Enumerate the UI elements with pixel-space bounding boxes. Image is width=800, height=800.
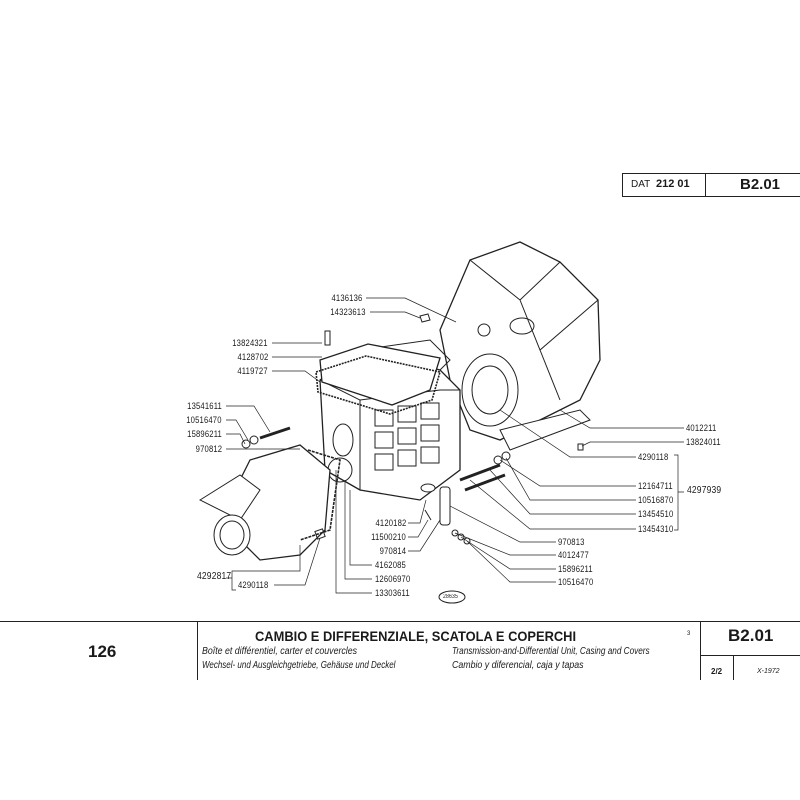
- callout-label: 12606970: [375, 574, 411, 584]
- exploded-diagram: [198, 241, 684, 604]
- header-table-code-box: B2.01: [704, 173, 800, 197]
- title-italian: CAMBIO E DIFFERENZIALE, SCATOLA E COPERC…: [255, 628, 577, 644]
- note-mark: 3: [687, 631, 691, 637]
- callout-label: 13454510: [638, 509, 674, 519]
- group-callout-label: 4297939: [687, 485, 722, 496]
- callout-label: 13303611: [375, 588, 410, 598]
- title-french: Boîte et différentiel, carter et couverc…: [202, 646, 358, 657]
- callout-label: 15896211: [187, 429, 222, 439]
- callout-label: 10516870: [638, 495, 674, 505]
- callout-label: 14323613: [330, 307, 366, 317]
- callout-label: 11500210: [371, 532, 406, 542]
- title-german: Wechsel- und Ausgleichgetriebe, Gehäuse …: [202, 660, 396, 671]
- drawing-number: 28635: [443, 594, 459, 600]
- title-spanish: Cambio y diferencial, caja y tapas: [452, 660, 584, 671]
- callout-label: 4162085: [375, 560, 406, 570]
- group-callout-label: 4292817: [197, 571, 232, 582]
- title-english: Transmission-and-Differential Unit, Casi…: [452, 646, 650, 657]
- callout-label: 970814: [379, 546, 406, 556]
- callout-label: 10516470: [558, 577, 594, 587]
- callout-label: 4012211: [686, 423, 717, 433]
- footer-table-code: B2.01: [728, 626, 774, 645]
- callout-label: 4290118: [238, 580, 269, 590]
- callout-label: 970813: [558, 537, 585, 547]
- callout-label: 4136136: [331, 293, 362, 303]
- callout-label: 13824011: [686, 437, 721, 447]
- callout-label: 13541611: [187, 401, 222, 411]
- top-cover: [315, 313, 442, 415]
- leader-lines: [226, 297, 684, 594]
- dat-prefix: DAT: [631, 179, 651, 190]
- edition-date: X-1972: [757, 668, 780, 675]
- callout-label: 4290118: [638, 452, 669, 462]
- callout-label: 15896211: [558, 564, 593, 574]
- callout-label: 12164711: [638, 481, 673, 491]
- sheet-number: 2/2: [711, 667, 723, 676]
- header-table-code: B2.01: [740, 176, 781, 193]
- footer: 126 CAMBIO E DIFFERENZIALE, SCATOLA E CO…: [0, 621, 800, 682]
- callout-label: 4128702: [237, 352, 268, 362]
- callout-label: 10516470: [186, 415, 222, 425]
- callout-label: 13824321: [232, 338, 268, 348]
- drawing-number-oval: [438, 590, 466, 604]
- dat-code: 212 01: [656, 178, 690, 190]
- clutch-bell-housing: [439, 241, 601, 451]
- dat-box: DAT 212 01: [622, 173, 706, 197]
- page-number: 126: [88, 642, 117, 661]
- studs-and-nuts: [241, 426, 584, 545]
- callout-label: 13454310: [638, 524, 674, 534]
- callout-label: 4119727: [237, 366, 268, 376]
- callout-label: 4012477: [558, 550, 589, 560]
- callout-label: 970812: [195, 444, 222, 454]
- callout-label: 4120182: [375, 518, 406, 528]
- rear-extension-housing: [198, 444, 341, 561]
